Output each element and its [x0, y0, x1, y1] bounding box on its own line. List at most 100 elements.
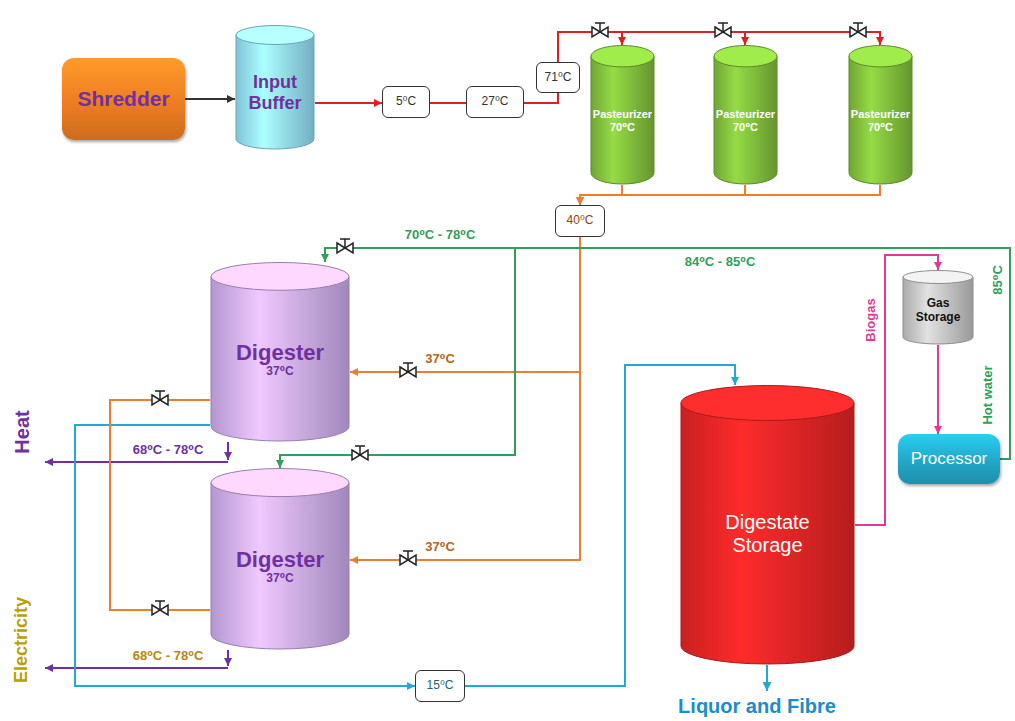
tank-top: [903, 271, 973, 284]
node-temperature: 37⁰C: [236, 365, 324, 379]
pipe-connector: [325, 248, 1010, 459]
heat-line: [45, 461, 228, 463]
pipe-connector: [430, 102, 466, 104]
valve-stem: [340, 239, 350, 248]
tank-top: [211, 263, 349, 291]
pipe-label: Biogas: [864, 296, 878, 343]
text-group: Shredder: [77, 87, 169, 111]
text-group: 5⁰C: [396, 95, 416, 109]
annotation-label: Electricity: [12, 595, 32, 685]
valve-stem: [718, 23, 728, 32]
temperature-box: 27⁰C: [466, 86, 524, 118]
tank-top: [714, 46, 777, 67]
text-group: Input Buffer: [238, 72, 312, 113]
tank: Digestate Storage: [680, 385, 855, 665]
temperature-box: 40⁰C: [555, 205, 605, 237]
annotation-label: Hot water: [981, 363, 995, 426]
output-arrow: [766, 665, 768, 691]
tank-body: [681, 403, 854, 664]
valve-symbol: [850, 23, 866, 37]
electricity-line: [45, 667, 228, 669]
valve-symbol: [352, 446, 368, 460]
tank-top: [236, 26, 314, 45]
valve-symbol: [592, 23, 608, 37]
node-temperature: 70⁰C: [716, 121, 775, 134]
process-box: Shredder: [62, 58, 185, 140]
temperature-box: 71⁰C: [536, 62, 580, 93]
pipe-connector: [350, 237, 580, 560]
text-group: Digester37⁰C: [236, 547, 324, 586]
valve-symbol: [400, 551, 416, 565]
tank: Gas Storage: [902, 270, 974, 345]
temperature-box: 5⁰C: [382, 86, 430, 118]
temperature-box: 15⁰C: [415, 670, 465, 702]
node-title: Digester: [236, 547, 324, 572]
node-title: Pasteurizer: [851, 108, 910, 121]
pipe-connector: [350, 237, 580, 372]
node-temperature: 70⁰C: [593, 121, 652, 134]
text-group: 71⁰C: [545, 71, 572, 85]
process-box: Processor: [898, 434, 1000, 484]
pipe-connector: [75, 425, 415, 686]
valve-stem: [853, 23, 863, 32]
text-group: 27⁰C: [482, 95, 509, 109]
pipe-label: 84⁰C - 85⁰C: [683, 255, 758, 269]
valve-stem: [403, 363, 413, 372]
text-group: Digestate Storage: [703, 511, 833, 557]
text-group: Digester37⁰C: [236, 340, 324, 379]
text-group: Pasteurizer70⁰C: [593, 108, 652, 133]
text-group: 15⁰C: [427, 679, 454, 693]
valve-symbol: [152, 391, 168, 405]
text-group: Pasteurizer70⁰C: [716, 108, 775, 133]
pipe-connector: [937, 345, 939, 434]
valve-symbol: [715, 23, 731, 37]
valve-stem: [403, 551, 413, 560]
tank: Digester37⁰C: [210, 262, 350, 442]
pipe-connector: [524, 93, 558, 103]
pipe-connector: [580, 185, 880, 205]
tank-top: [211, 469, 349, 497]
valve-stem: [155, 601, 165, 610]
tank-top: [681, 386, 854, 421]
node-title: Pasteurizer: [716, 108, 775, 121]
valve-stem: [155, 391, 165, 400]
pipe-connector: [110, 400, 210, 610]
tank-top: [849, 46, 912, 67]
annotation-label: Heat: [11, 408, 33, 455]
node-temperature: 37⁰C: [236, 572, 324, 586]
node-temperature: 70⁰C: [851, 121, 910, 134]
tank-top: [591, 46, 654, 67]
tank-body: [903, 277, 973, 344]
text-group: Pasteurizer70⁰C: [851, 108, 910, 133]
node-title: 5⁰C: [396, 95, 416, 109]
tank-body: [849, 56, 912, 184]
valve-symbol: [152, 601, 168, 615]
node-title: 27⁰C: [482, 95, 509, 109]
tank-body: [591, 56, 654, 184]
valve-stem: [355, 446, 365, 455]
node-title: Processor: [911, 449, 988, 469]
annotation-label: 68⁰C - 78⁰C: [131, 649, 206, 663]
text-group: Gas Storage: [905, 297, 971, 325]
node-title: 40⁰C: [567, 214, 594, 228]
tank-body: [211, 483, 349, 649]
pipe-label: 37⁰C: [423, 352, 457, 366]
tank-body: [236, 35, 314, 149]
text-group: 40⁰C: [567, 214, 594, 228]
pipe-label: 70⁰C - 78⁰C: [403, 228, 478, 242]
tank: Pasteurizer70⁰C: [590, 45, 655, 185]
heat-arrow: [227, 442, 229, 460]
tank: Pasteurizer70⁰C: [848, 45, 913, 185]
pipe-connector: [280, 248, 1010, 468]
valve-symbol: [337, 239, 353, 253]
valve-stem: [595, 23, 605, 32]
pipe-connector: [315, 102, 382, 104]
annotation-label: 68⁰C - 78⁰C: [131, 443, 206, 457]
node-title: Pasteurizer: [593, 108, 652, 121]
node-title: 15⁰C: [427, 679, 454, 693]
node-title: Input Buffer: [238, 72, 312, 113]
tank: Pasteurizer70⁰C: [713, 45, 778, 185]
node-title: Gas Storage: [905, 297, 971, 325]
tank-body: [714, 56, 777, 184]
annotation-label: 85⁰C: [991, 263, 1005, 297]
